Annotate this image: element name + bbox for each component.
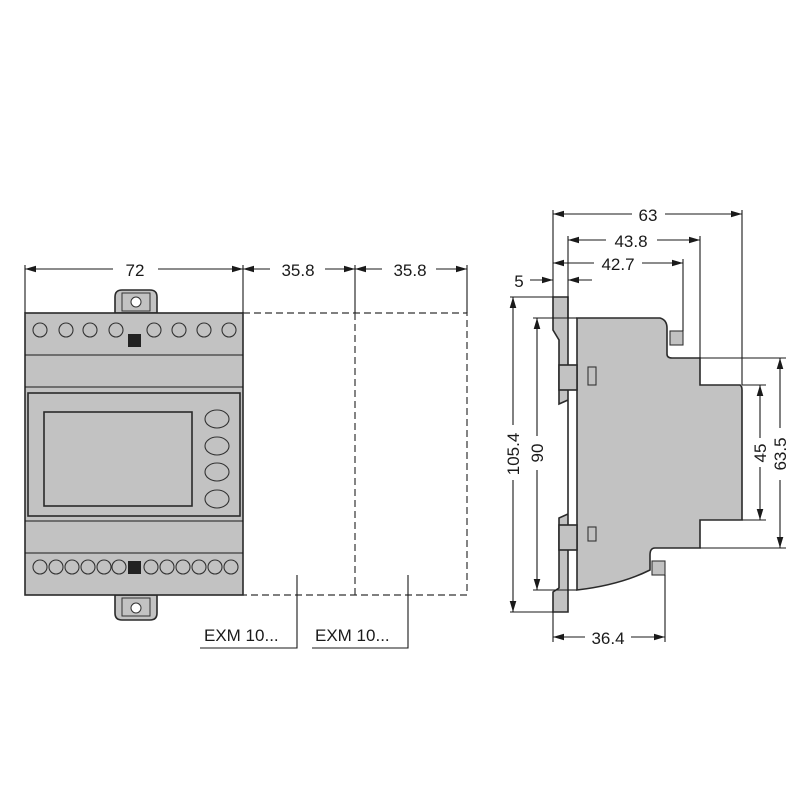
top-terminals [32,322,237,347]
expansion-label-2: EXM 10... [315,626,390,645]
dim-terminal-36-4: 36.4 [591,629,624,648]
terminal-screw-bottom [651,560,666,576]
dim-height-105-4: 105.4 [504,433,523,476]
bottom-terminals [32,559,239,575]
dim-width-72: 72 [126,261,145,280]
dim-module-2: 35.8 [393,261,426,280]
dim-depth-43-8: 43.8 [614,232,647,251]
dim-depth-42-7: 42.7 [601,255,634,274]
dim-module-1: 35.8 [281,261,314,280]
dim-depth-63: 63 [639,206,658,225]
expansion-modules-outline [243,312,468,596]
display-screen [43,411,193,507]
expansion-label-1: EXM 10... [204,626,279,645]
dim-height-90: 90 [528,444,547,463]
side-view: 63 43.8 42.7 5 36.4 105.4 90 45 63.5 [504,206,790,648]
dim-front-45: 45 [751,444,770,463]
terminal-screw-top [669,330,684,346]
front-view: 72 35.8 35.8 EXM 10... EXM 10... [24,261,468,649]
front-buttons [204,409,230,509]
din-clip-plate [552,296,569,613]
dim-clip-5: 5 [514,272,523,291]
dim-step-63-5: 63.5 [771,437,790,470]
side-body [576,317,743,591]
